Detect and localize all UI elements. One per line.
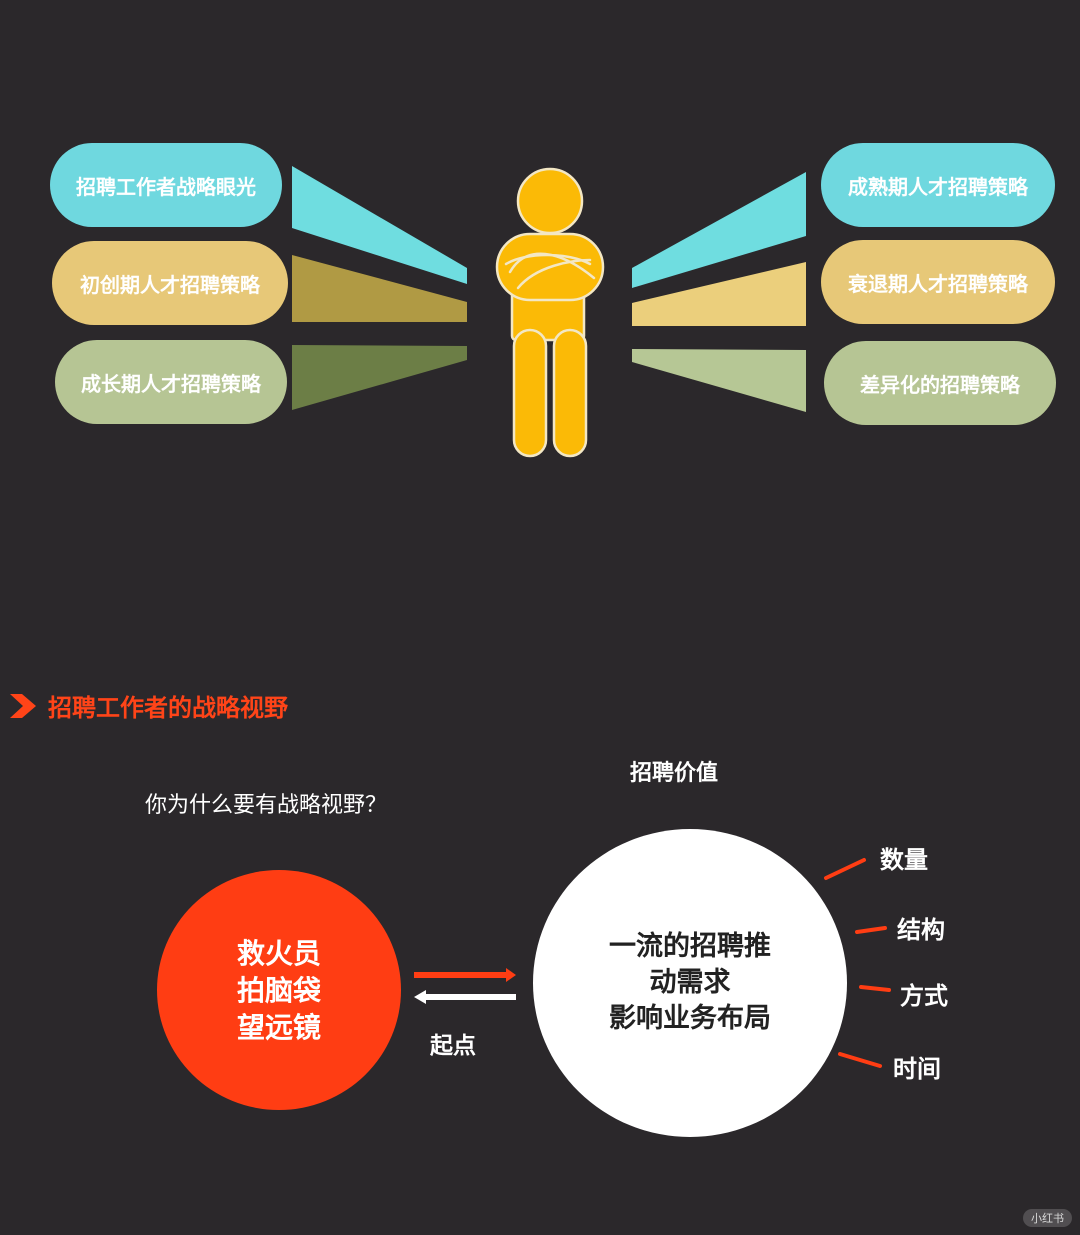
pill-left-2: 成长期人才招聘策略 bbox=[55, 340, 287, 424]
wedge-left-2 bbox=[292, 345, 467, 410]
wedge-left-1 bbox=[292, 255, 467, 322]
tick-line bbox=[859, 985, 891, 992]
section-title-text: 招聘工作者的战略视野 bbox=[48, 694, 288, 722]
pill-left-0: 招聘工作者战略眼光 bbox=[50, 143, 282, 227]
tick-line bbox=[838, 1052, 882, 1068]
pill-label: 成长期人才招聘策略 bbox=[81, 371, 261, 396]
dimension-label: 数量 bbox=[880, 846, 928, 874]
white-circle-line: 影响业务布局 bbox=[609, 1003, 771, 1034]
question-text: 你为什么要有战略视野？ bbox=[145, 793, 388, 818]
white-circle-line: 一流的招聘推 bbox=[609, 931, 771, 962]
red-circle-line: 救火员 bbox=[236, 936, 321, 970]
wedge-right-1 bbox=[632, 262, 806, 326]
pill-right-0: 成熟期人才招聘策略 bbox=[821, 143, 1055, 227]
pill-right-2: 差异化的招聘策略 bbox=[824, 341, 1056, 425]
start-label: 起点 bbox=[430, 1033, 476, 1059]
white-circle-line: 动需求 bbox=[649, 967, 731, 998]
pill-right-1: 衰退期人才招聘策略 bbox=[821, 240, 1055, 324]
white-circle: 一流的招聘推 动需求 影响业务布局 bbox=[533, 829, 847, 1137]
pill-label: 招聘工作者战略眼光 bbox=[76, 174, 256, 199]
pill-label: 初创期人才招聘策略 bbox=[80, 272, 260, 297]
wedge-right-2 bbox=[632, 349, 806, 412]
dimension-label: 时间 bbox=[893, 1055, 941, 1083]
watermark: 小红书 bbox=[1023, 1209, 1072, 1227]
dimension-label: 方式 bbox=[900, 982, 948, 1010]
red-circle: 救火员 拍脑袋 望远镜 bbox=[157, 870, 401, 1110]
section-title: 招聘工作者的战略视野 bbox=[8, 688, 288, 723]
pill-left-1: 初创期人才招聘策略 bbox=[52, 241, 288, 325]
person-arms-crossed-icon bbox=[495, 167, 605, 458]
pill-label: 差异化的招聘策略 bbox=[860, 372, 1020, 397]
pill-label: 成熟期人才招聘策略 bbox=[848, 174, 1028, 199]
chevron-right-icon bbox=[10, 693, 36, 718]
tick-line bbox=[824, 858, 866, 880]
pill-label: 衰退期人才招聘策略 bbox=[848, 271, 1028, 296]
dimension-label: 结构 bbox=[897, 916, 945, 944]
connector-wedges bbox=[292, 166, 806, 412]
value-title: 招聘价值 bbox=[630, 761, 719, 786]
wedge-left-0 bbox=[292, 166, 467, 284]
wedge-right-0 bbox=[632, 172, 806, 288]
exchange-arrows-icon bbox=[414, 968, 516, 1004]
red-circle-line: 拍脑袋 bbox=[236, 973, 321, 1007]
red-circle-line: 望远镜 bbox=[236, 1010, 321, 1044]
tick-line bbox=[855, 926, 887, 934]
